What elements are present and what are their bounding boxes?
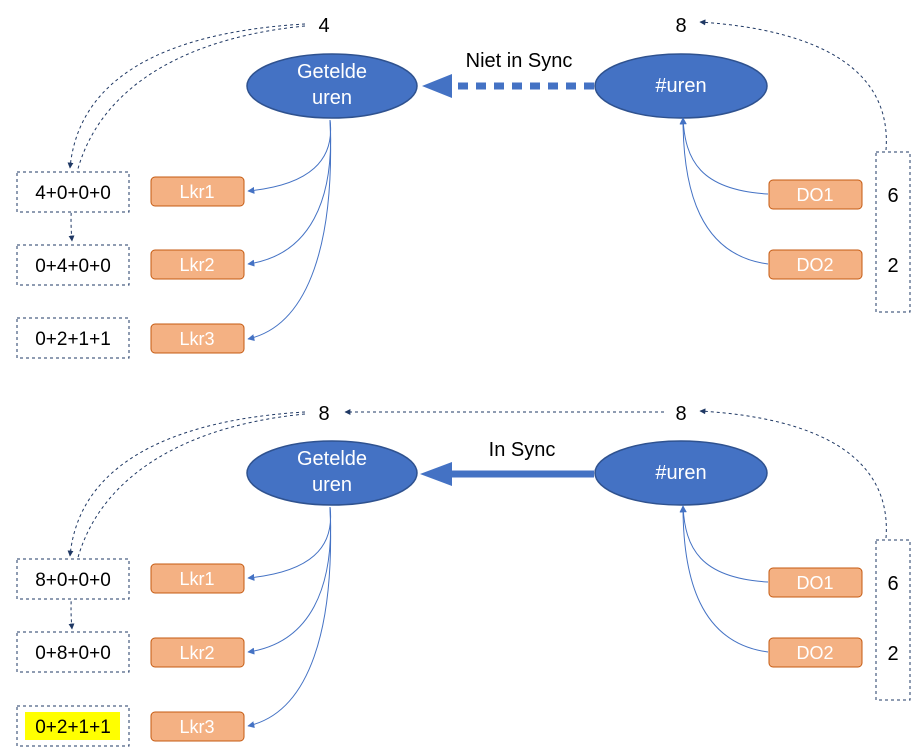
course-box-do2: DO2 — [768, 249, 863, 280]
curve-to-lkr3 — [247, 119, 332, 342]
course-label: DO1 — [796, 573, 833, 593]
sum-box-3: 0+2+1+1 — [16, 317, 130, 359]
sum-box-2: 0+8+0+0 — [16, 631, 130, 673]
sum-value: 0+4+0+0 — [35, 256, 111, 277]
course-box-do1: DO1 — [768, 179, 863, 210]
sum-box-3-highlighted: 0+2+1+1 — [16, 705, 130, 747]
sync-label: In Sync — [489, 439, 556, 461]
dashed-link-to-hours-total — [699, 408, 887, 539]
counted-total: 8 — [318, 403, 329, 425]
course-value: 2 — [887, 255, 898, 277]
sum-value: 8+0+0+0 — [35, 570, 111, 591]
counted-total: 4 — [318, 15, 329, 37]
curve-to-lkr2 — [247, 119, 332, 267]
hours-ellipse: #uren — [594, 53, 768, 119]
counted-hours-line1: Getelde — [297, 448, 367, 470]
dashed-link-to-sum2 — [68, 413, 306, 630]
course-box-do1: DO1 — [768, 567, 863, 598]
curve-to-lkr3 — [247, 506, 332, 729]
panel-top: Niet in Sync Getelde uren #uren 4 8 4+0+… — [16, 15, 911, 359]
teacher-label: Lkr1 — [179, 569, 214, 589]
course-value: 2 — [887, 643, 898, 665]
teacher-box-lkr2: Lkr2 — [150, 249, 245, 280]
counted-hours-ellipse: Getelde uren — [246, 53, 418, 119]
hours-ellipse-label: #uren — [655, 462, 706, 484]
teacher-box-lkr1: Lkr1 — [150, 176, 245, 207]
curve-from-do1 — [679, 117, 769, 195]
course-values-box: 6 2 — [875, 151, 911, 313]
curve-to-lkr1 — [247, 119, 332, 194]
curve-from-do1 — [679, 505, 769, 583]
highlight — [25, 712, 120, 740]
curve-from-do2 — [679, 117, 769, 265]
sum-value: 0+2+1+1 — [35, 329, 111, 350]
dashed-link-to-sum1 — [67, 411, 306, 557]
course-value: 6 — [887, 185, 898, 207]
sync-arrowhead — [422, 74, 452, 98]
teacher-label: Lkr3 — [179, 329, 214, 349]
hours-total: 8 — [675, 15, 686, 37]
teacher-label: Lkr1 — [179, 182, 214, 202]
counted-hours-line1: Getelde — [297, 61, 367, 83]
teacher-box-lkr2: Lkr2 — [150, 637, 245, 668]
dashed-link-to-sum1 — [67, 23, 306, 169]
course-label: DO2 — [796, 643, 833, 663]
counted-hours-ellipse: Getelde uren — [246, 440, 418, 506]
teacher-label: Lkr3 — [179, 717, 214, 737]
dashed-link-to-hours-total — [699, 19, 887, 151]
curve-to-lkr1 — [247, 506, 332, 581]
counted-hours-line2: uren — [312, 87, 352, 109]
sum-box-1: 4+0+0+0 — [16, 171, 130, 213]
curve-from-do2 — [679, 505, 769, 653]
course-values-box: 6 2 — [875, 539, 911, 701]
sum-value: 0+2+1+1 — [35, 717, 111, 738]
course-box-do2: DO2 — [768, 637, 863, 668]
curve-to-lkr2 — [247, 506, 332, 655]
hours-ellipse: #uren — [594, 440, 768, 506]
course-label: DO1 — [796, 185, 833, 205]
teacher-box-lkr3: Lkr3 — [150, 711, 245, 742]
sum-value: 4+0+0+0 — [35, 183, 111, 204]
sync-label: Niet in Sync — [466, 50, 573, 72]
teacher-label: Lkr2 — [179, 643, 214, 663]
sum-box-1: 8+0+0+0 — [16, 558, 130, 600]
teacher-label: Lkr2 — [179, 255, 214, 275]
course-value: 6 — [887, 573, 898, 595]
hours-ellipse-label: #uren — [655, 75, 706, 97]
sync-arrowhead — [420, 462, 452, 486]
counted-hours-line2: uren — [312, 474, 352, 496]
course-label: DO2 — [796, 255, 833, 275]
teacher-box-lkr3: Lkr3 — [150, 323, 245, 354]
sum-value: 0+8+0+0 — [35, 643, 111, 664]
sum-box-2: 0+4+0+0 — [16, 244, 130, 286]
hours-total: 8 — [675, 403, 686, 425]
panel-bottom: In Sync Getelde uren #uren 8 8 8+0+ — [16, 403, 911, 747]
teacher-box-lkr1: Lkr1 — [150, 563, 245, 594]
